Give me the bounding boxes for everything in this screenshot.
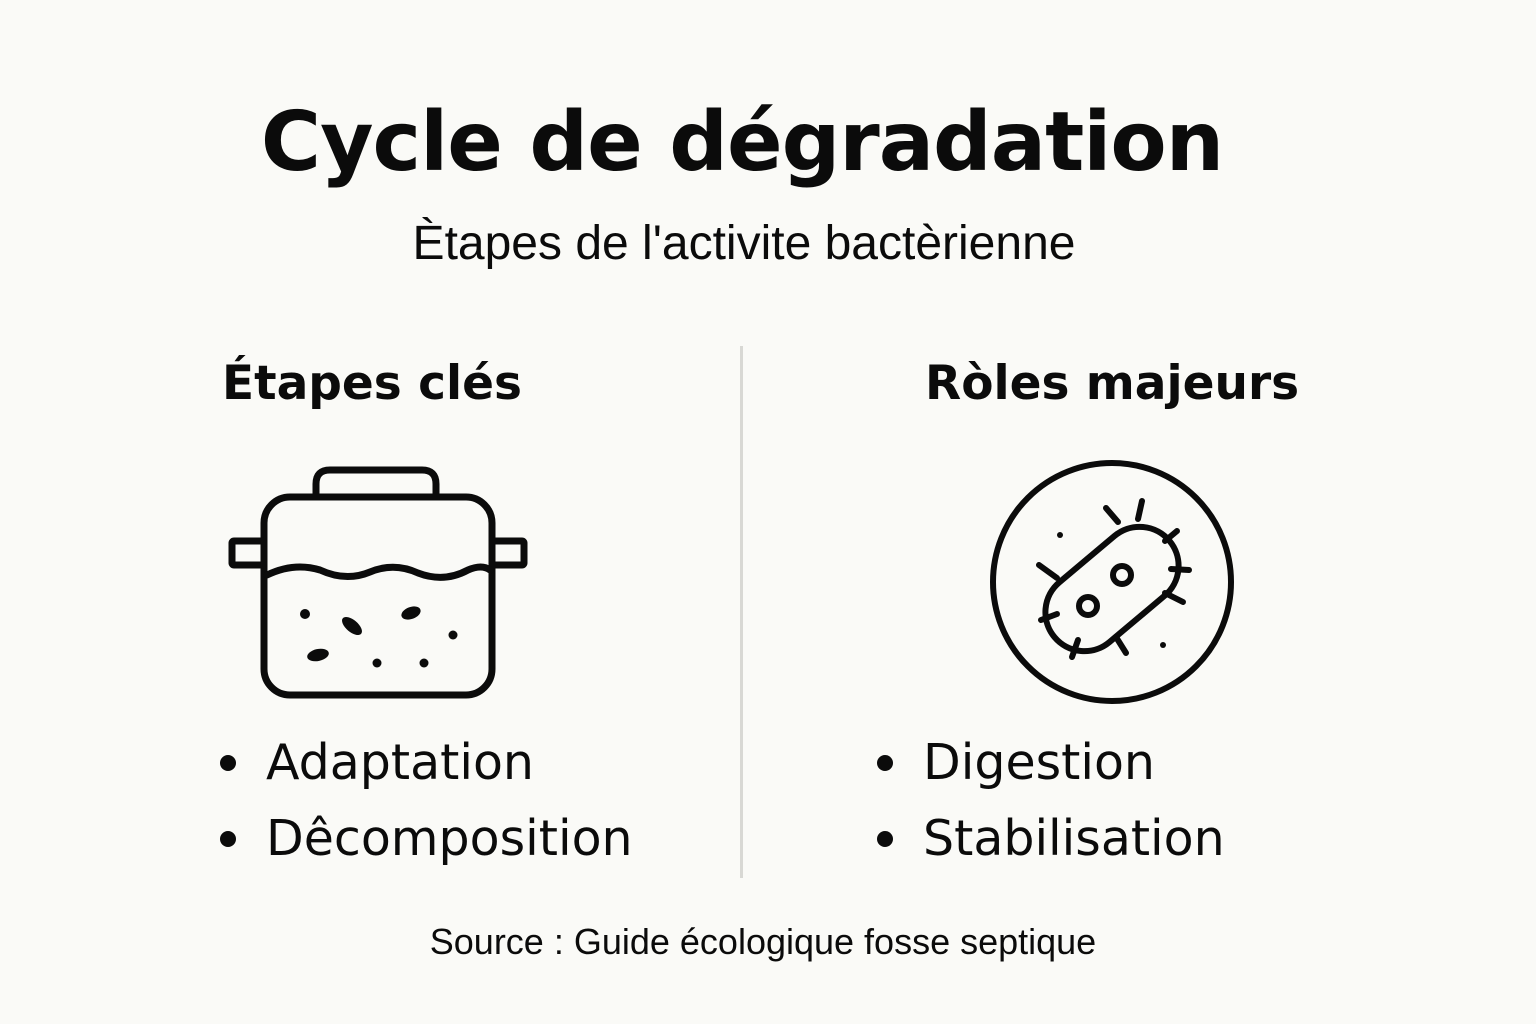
list-item-label: Digestion	[923, 734, 1155, 791]
list-item-label: Stabilisation	[923, 810, 1225, 867]
bullet-icon	[877, 755, 893, 771]
key-steps-list: Adaptation Dêcomposition	[216, 725, 633, 877]
list-item-label: Dêcomposition	[266, 810, 633, 867]
list-item: Digestion	[873, 725, 1225, 801]
list-item: Adaptation	[216, 725, 633, 801]
cooking-pot-icon	[222, 462, 532, 707]
page-title: Cycle de dégradation	[260, 95, 1224, 190]
page-subtitle: Ètapes de l'activite bactèrienne	[412, 217, 1076, 270]
bullet-icon	[220, 831, 236, 847]
list-item-label: Adaptation	[266, 734, 534, 791]
list-item: Stabilisation	[873, 801, 1225, 877]
list-item: Dêcomposition	[216, 801, 633, 877]
bullet-icon	[877, 831, 893, 847]
column-heading-major-roles: Ròles majeurs	[925, 356, 1300, 411]
major-roles-list: Digestion Stabilisation	[873, 725, 1225, 877]
column-divider	[740, 346, 743, 878]
source-caption: Source : Guide écologique fosse septique	[429, 921, 1097, 962]
bullet-icon	[220, 755, 236, 771]
column-heading-key-steps: Étapes clés	[222, 356, 522, 411]
bacteria-icon	[985, 455, 1240, 710]
